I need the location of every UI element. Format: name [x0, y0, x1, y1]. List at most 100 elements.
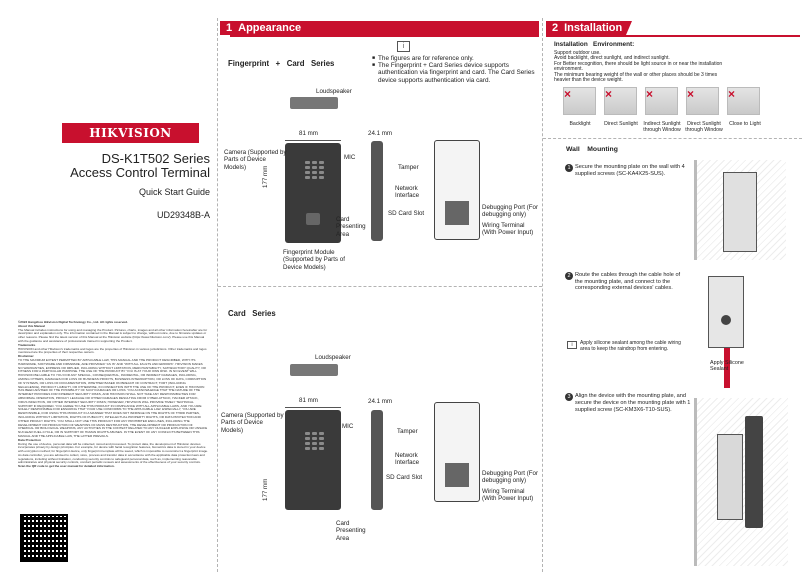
label-sd: SD Card Slot: [386, 474, 423, 481]
brand-logo: HIKVISION: [62, 123, 199, 143]
label-tamper: Tamper: [397, 428, 418, 435]
mounting-plate: [723, 172, 757, 252]
disclaimer-title: Disclaimer: [18, 354, 34, 359]
label-width: 81 mm: [299, 130, 318, 137]
env-caption: Indirect Sunlight through Window: [643, 121, 681, 133]
label-camera: Camera (Supported by Parts of Device Mod…: [221, 412, 284, 434]
fingerprint-module: [306, 213, 320, 225]
fp-series-title: Fingerprint + Card Series: [228, 59, 335, 68]
top-view-device: [290, 364, 338, 376]
about-title: About this Manual: [18, 323, 45, 328]
label-height: 177 mm: [262, 478, 269, 501]
appearance-header-tail: [230, 35, 539, 37]
env-line: For Better recognition, there should be …: [554, 60, 723, 73]
appearance-divider: [218, 286, 542, 287]
appearance-header: 1 Appearance: [220, 21, 539, 35]
mounted-device: [745, 416, 763, 528]
env-caption: Direct Sunlight: [604, 121, 638, 127]
env-caption: Backlight: [569, 121, 591, 127]
width-dimension-line: [285, 140, 341, 141]
env-caption: Close to Light: [729, 121, 761, 127]
label-fp-module: Fingerprint Module (Supported by Parts o…: [283, 249, 345, 271]
label-debug: Debugging Port (For debugging only): [482, 204, 539, 219]
label-network: Network Interface: [395, 452, 420, 467]
appearance-title: Appearance: [238, 22, 302, 34]
label-loudspeaker: Loudspeaker: [315, 354, 351, 361]
qr-caption: Scan the QR code to get the user manual …: [18, 464, 115, 469]
rear-view-device: [434, 140, 480, 240]
mounting-plate-diagram: [694, 160, 786, 260]
data-protection-text: During the use of device, personal data …: [18, 441, 209, 465]
env-photo-backlight: ×: [563, 87, 596, 115]
label-depth: 24.1 mm: [368, 130, 393, 137]
label-mic: MIC: [344, 154, 356, 161]
label-loudspeaker: Loudspeaker: [316, 88, 352, 95]
note-icon: i: [567, 341, 577, 349]
product-title: Access Control Terminal: [70, 165, 210, 180]
step-number: 2: [565, 272, 573, 280]
panel-divider-right: [542, 18, 543, 572]
model-title: DS-K1T502 Series: [101, 151, 210, 166]
rear-terminal-block: [445, 201, 469, 225]
env-line: Avoid backlight, direct sunlight, and in…: [554, 55, 670, 62]
env-title: Installation Environment:: [554, 41, 635, 48]
env-photo-direct-sunlight: ×: [604, 87, 637, 115]
panel-divider-left: [217, 18, 218, 572]
installation-number: 2: [552, 22, 559, 34]
label-depth: 24.1 mm: [368, 398, 393, 405]
side-view-device: [371, 141, 383, 241]
rear-view-device: [434, 402, 480, 502]
mounted-plate: [717, 434, 743, 520]
env-photo-close-light: ×: [727, 87, 760, 115]
env-photo-indirect-window: ×: [645, 87, 678, 115]
installation-header-tail: [546, 35, 800, 37]
installation-title: Installation: [564, 22, 623, 34]
step-text: Secure the mounting plate on the wall wi…: [575, 164, 685, 177]
label-tamper: Tamper: [398, 164, 419, 171]
label-mic: MIC: [342, 423, 354, 430]
env-line: Support outdoor use.: [554, 50, 601, 56]
cable-hole: [721, 315, 731, 325]
label-wiring: Wiring Terminal (With Power Input): [482, 488, 534, 503]
card-series-title: Card Series: [228, 309, 276, 318]
keypad: [305, 161, 324, 179]
keypad: [305, 432, 324, 450]
env-caption: Direct Sunlight through Window: [685, 121, 723, 133]
step-number: 1: [565, 164, 573, 172]
step-number: 3: [565, 393, 573, 401]
label-width: 81 mm: [299, 397, 318, 404]
front-view-device: [285, 410, 341, 510]
qr-code[interactable]: [20, 514, 68, 562]
installation-header: 2 Installation: [546, 21, 632, 35]
note-item: ■The Fingerprint + Card Series device su…: [372, 62, 535, 84]
note-icon: i: [397, 41, 410, 52]
guide-title: Quick Start Guide: [138, 187, 210, 197]
trademarks-title: Trademarks: [18, 342, 36, 347]
sealant-note: Apply silicone sealant among the cable w…: [580, 340, 681, 352]
step-text: Route the cables through the cable hole …: [575, 272, 681, 292]
brand-logo-text: HIKVISION: [89, 126, 172, 140]
step-text: Align the device with the mounting plate…: [575, 393, 691, 413]
notes-list: ■The figures are for reference only. ■Th…: [372, 55, 538, 84]
trademarks-text: HIKVISION and other Hikvision's trademar…: [18, 346, 207, 355]
wall-mount-title: Wall Mounting: [566, 146, 618, 153]
about-text: The Manual includes instructions for usi…: [18, 327, 208, 343]
top-view-device: [290, 97, 338, 109]
label-network: Network Interface: [395, 185, 420, 200]
cable-routing-diagram: [708, 276, 744, 348]
label-card-area: Card Presenting Area: [336, 216, 366, 238]
cable-bundle: [724, 348, 730, 388]
device-mounting-diagram: [694, 398, 788, 566]
legal-copyright: ©2022 Hangzhou Hikvision Digital Technol…: [18, 320, 128, 324]
env-photo-direct-window: ×: [686, 87, 719, 115]
appearance-number: 1: [226, 22, 233, 34]
legal-text-block: ©2022 Hangzhou Hikvision Digital Technol…: [18, 320, 209, 469]
doc-id: UD29348B-A: [156, 210, 210, 220]
width-dimension-line: [285, 407, 341, 408]
label-wiring: Wiring Terminal (With Power Input): [482, 222, 534, 237]
installation-divider: [543, 138, 802, 139]
note-item: ■The figures are for reference only.: [372, 55, 474, 62]
data-protection-title: Data Protection: [18, 437, 41, 442]
env-line: The minimum bearing weight of the wall o…: [554, 71, 718, 84]
label-sd: SD Card Slot: [388, 210, 425, 217]
